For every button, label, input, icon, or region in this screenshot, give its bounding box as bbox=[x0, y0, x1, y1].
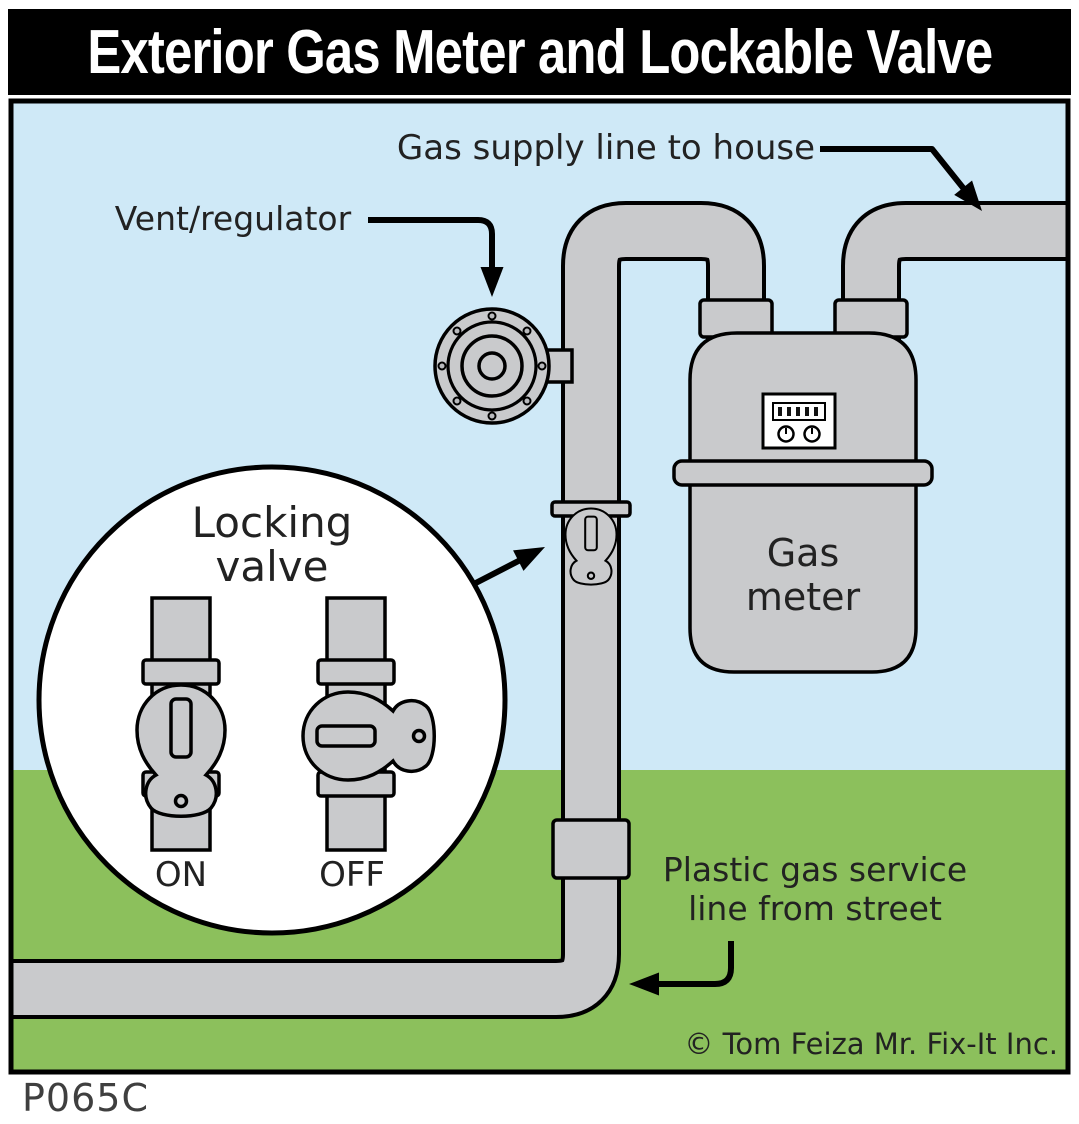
label-gas-supply: Gas supply line to house bbox=[397, 128, 815, 168]
label-gas-meter-line1: Gas bbox=[767, 531, 840, 575]
odometer-digit bbox=[787, 407, 791, 416]
service-and-riser-pipe bbox=[13, 201, 766, 1019]
copyright-text: © Tom Feiza Mr. Fix-It Inc. bbox=[684, 1027, 1058, 1061]
vent-bolt bbox=[452, 396, 462, 406]
illustration-area: Gas meter Gas supply line to house Vent/… bbox=[13, 103, 1066, 1070]
vent-bolt bbox=[537, 361, 547, 371]
odometer-digit bbox=[805, 407, 809, 416]
arrow-line bbox=[642, 941, 734, 987]
inset-heading-line1: Locking bbox=[192, 498, 353, 547]
vent-bolt bbox=[487, 311, 497, 321]
vent-bolt bbox=[522, 326, 532, 336]
label-off: OFF bbox=[319, 855, 385, 895]
meter-body bbox=[688, 481, 918, 674]
odometer-digit bbox=[796, 407, 800, 416]
meter-register bbox=[761, 392, 837, 450]
vent-bolt bbox=[522, 396, 532, 406]
pipe-core bbox=[845, 205, 1066, 348]
vent-bolt bbox=[452, 326, 462, 336]
valve-handle-on bbox=[135, 683, 227, 818]
locking-valve-inset: Locking valve ON OFF bbox=[36, 464, 551, 936]
vent-flange-ring bbox=[446, 320, 538, 412]
arrow-inset-to-valve bbox=[466, 536, 551, 590]
label-gas-meter-line2: meter bbox=[746, 575, 861, 619]
arrow-service-line bbox=[629, 941, 734, 996]
supply-outlet-pipe bbox=[841, 201, 1066, 348]
label-on: ON bbox=[155, 855, 207, 895]
vent-center-hole bbox=[477, 351, 507, 381]
vent-bolt bbox=[437, 361, 447, 371]
figure-code: P065C bbox=[22, 1076, 149, 1120]
figure-title: Exterior Gas Meter and Lockable Valve bbox=[87, 17, 993, 87]
label-service-line-line2: line from street bbox=[688, 889, 942, 928]
valve-handle-off bbox=[301, 690, 436, 782]
gas-meter: Gas meter bbox=[672, 298, 934, 674]
odometer-digit bbox=[814, 407, 818, 416]
inset-valve-on: ON bbox=[135, 596, 227, 895]
riser-coupling bbox=[551, 818, 631, 880]
label-service-line-line1: Plastic gas service bbox=[663, 850, 967, 889]
vent-regulator bbox=[433, 307, 574, 425]
arrow-line bbox=[820, 146, 975, 201]
title-bar: Exterior Gas Meter and Lockable Valve bbox=[8, 9, 1071, 95]
picture-frame bbox=[8, 98, 1071, 1075]
inset-valve-off: OFF bbox=[301, 596, 436, 895]
inset-heading-line2: valve bbox=[216, 542, 329, 591]
label-vent-regulator: Vent/regulator bbox=[115, 199, 352, 238]
arrow-gas-supply bbox=[820, 146, 991, 219]
arrow-line bbox=[368, 217, 495, 284]
locking-valve-on-riser bbox=[550, 500, 632, 586]
vent-bolts bbox=[437, 311, 547, 421]
pipe-collar bbox=[141, 658, 221, 686]
meter-band bbox=[672, 459, 934, 487]
pipe-collar bbox=[316, 658, 396, 686]
pipe-core bbox=[13, 205, 762, 1015]
valve-handle-riser bbox=[564, 507, 618, 586]
vent-bolt bbox=[487, 411, 497, 421]
odometer-digit bbox=[778, 407, 782, 416]
arrow-vent-regulator bbox=[368, 217, 504, 297]
